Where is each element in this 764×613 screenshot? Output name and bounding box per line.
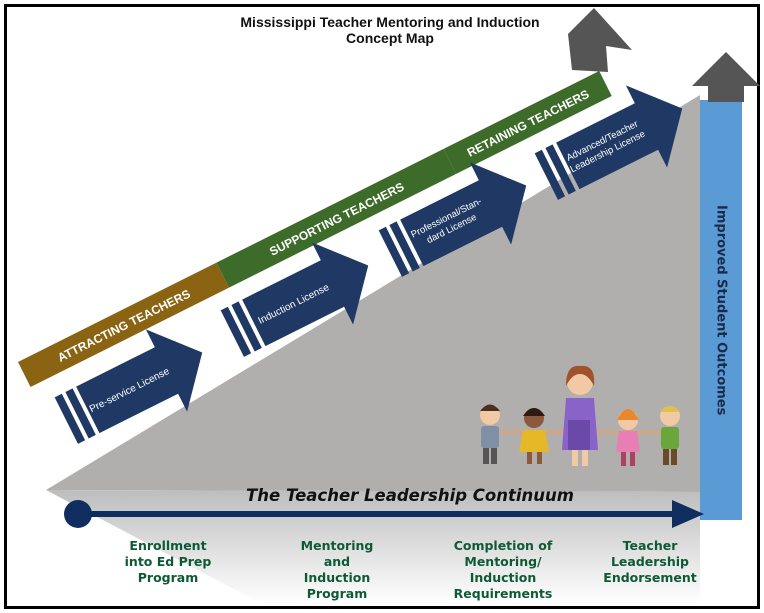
supporting-teachers-label: Supporting Teachers — [267, 180, 406, 259]
continuum-arrow-head — [672, 500, 704, 528]
stage-line: Requirements — [453, 586, 553, 601]
retaining-arrow-head — [568, 8, 632, 72]
stage-line: and — [323, 554, 351, 569]
attracting-teachers-bar — [18, 262, 230, 388]
continuum-start-dot — [64, 500, 92, 528]
teacher-and-children-illustration — [480, 365, 680, 466]
continuum-label: The Teacher Leadership Continuum — [246, 486, 574, 505]
improved-student-outcomes: Improved Student Outcomes — [700, 100, 742, 520]
stage-line: Induction — [469, 570, 537, 585]
continuum-triangle — [46, 95, 700, 492]
stage-line: Enrollment — [129, 538, 207, 553]
stage-line: into Ed Prep — [124, 554, 212, 569]
stage-endorsement: Teacher Leadership Endorsement — [590, 538, 710, 586]
continuum-base-band — [46, 490, 700, 604]
stage-line: Mentoring/ — [464, 554, 542, 569]
outcomes-arrow-head — [692, 52, 760, 102]
stage-enrollment: Enrollment into Ed Prep Program — [108, 538, 228, 586]
outcomes-bar — [700, 100, 742, 520]
outcomes-label: Improved Student Outcomes — [713, 204, 729, 416]
stage-line: Induction — [303, 570, 371, 585]
stage-completion: Completion of Mentoring/ Induction Requi… — [443, 538, 563, 602]
stage-line: Mentoring — [300, 538, 374, 553]
stage-mentoring: Mentoring and Induction Program — [277, 538, 397, 602]
induction-license-arrow: Induction License — [220, 242, 369, 357]
page-title: Mississippi Teacher Mentoring and Induct… — [180, 14, 600, 46]
stage-line: Program — [306, 586, 368, 601]
stage-line: Program — [137, 570, 199, 585]
title-line-2: Concept Map — [346, 30, 434, 46]
stage-line: Teacher — [622, 538, 678, 553]
retaining-teachers-bar — [443, 70, 612, 174]
supporting-teachers-bar — [216, 148, 457, 288]
advanced-license-arrow: Advanced/Teacher Leadership License — [534, 85, 683, 200]
title-line-1: Mississippi Teacher Mentoring and Induct… — [240, 14, 540, 30]
stage-line: Leadership — [610, 554, 690, 569]
stage-line: Completion of — [453, 538, 553, 553]
stage-line: Endorsement — [603, 570, 697, 585]
